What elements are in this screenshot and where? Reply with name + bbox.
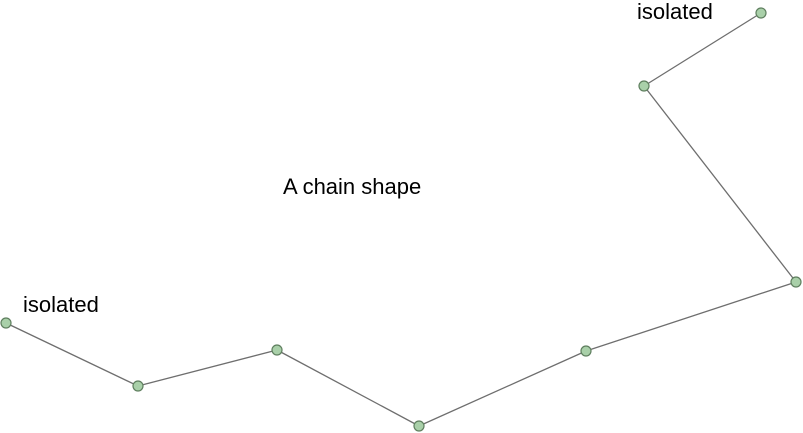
chain-edge: [137, 349, 278, 387]
chain-node: [638, 80, 650, 92]
chain-edge: [276, 349, 420, 427]
chain-node: [413, 420, 425, 432]
chain-edges: [5, 12, 797, 427]
chain-node: [755, 7, 767, 19]
chain-node: [132, 380, 144, 392]
chain-edge: [5, 322, 139, 387]
diagram-title: A chain shape: [283, 174, 421, 199]
chain-node: [580, 345, 592, 357]
isolated-label-left: isolated: [23, 292, 99, 317]
chain-edge: [643, 85, 797, 283]
chain-edge: [418, 350, 587, 427]
chain-node: [271, 344, 283, 356]
chain-edge: [643, 12, 762, 87]
isolated-label-right: isolated: [637, 0, 713, 24]
chain-node: [790, 276, 802, 288]
chain-edge: [585, 281, 797, 352]
chain-node: [0, 317, 12, 329]
chain-nodes: [0, 7, 802, 432]
